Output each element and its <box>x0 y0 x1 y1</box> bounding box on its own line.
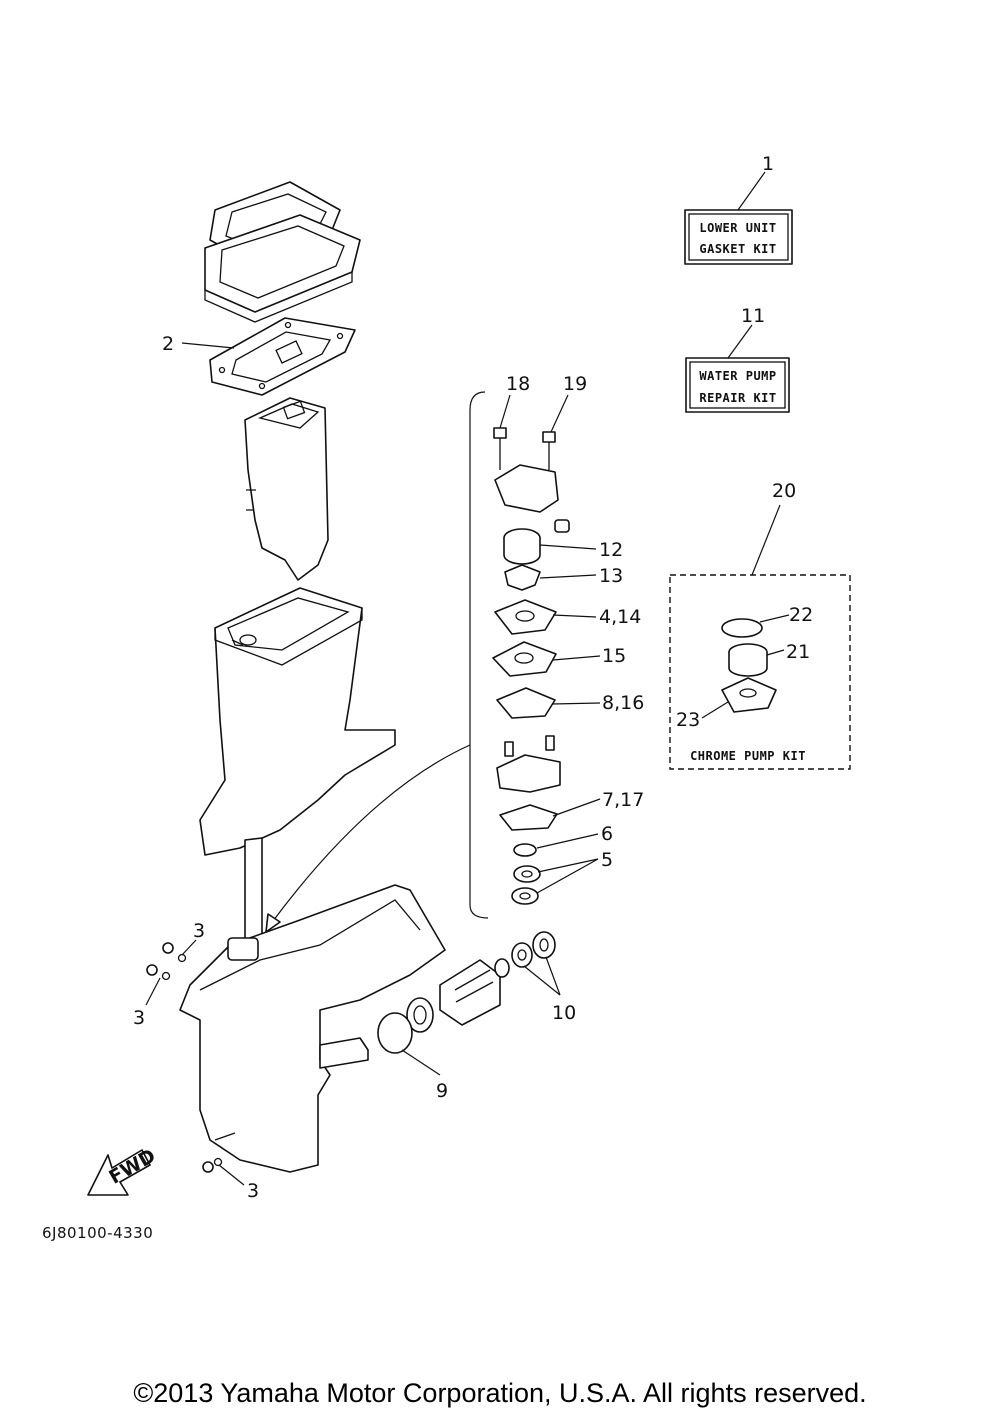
callout-3-top: 3 <box>193 920 205 942</box>
callout-20: 20 <box>772 480 796 502</box>
water-pump-kit-line1: WATER PUMP <box>699 369 776 383</box>
lower-unit-kit-line2: GASKET KIT <box>699 242 776 256</box>
water-pump-repair-kit-box: WATER PUMP REPAIR KIT <box>685 357 790 413</box>
lower-unit-gasket-kit-box: LOWER UNIT GASKET KIT <box>684 209 793 265</box>
callout-3-left: 3 <box>133 1007 145 1029</box>
copyright-notice: ©2013 Yamaha Motor Corporation, U.S.A. A… <box>133 1378 867 1408</box>
callout-5: 5 <box>601 849 613 871</box>
callout-4-14: 4,14 <box>599 606 641 628</box>
top-gasket-plates <box>204 181 361 323</box>
gasket-part-2 <box>209 317 356 396</box>
callout-18: 18 <box>506 373 530 395</box>
callout-11: 11 <box>741 305 765 327</box>
propeller-shaft-housing <box>377 931 556 1054</box>
callout-22: 22 <box>789 604 813 626</box>
leader-lines <box>145 171 790 1186</box>
drain-screws-part-3 <box>146 942 223 1173</box>
lower-unit-gearcase <box>179 884 446 1173</box>
callout-7-17: 7,17 <box>602 789 644 811</box>
fwd-label: FWD <box>105 1145 159 1189</box>
water-pump-kit-line2: REPAIR KIT <box>699 391 776 405</box>
callout-6: 6 <box>601 823 613 845</box>
callout-19: 19 <box>563 373 587 395</box>
upper-casing <box>199 587 396 856</box>
callout-labels: 1 11 20 2 18 19 12 13 4,14 15 8,16 7,17 … <box>133 153 813 1202</box>
lower-unit-kit-line1: LOWER UNIT <box>699 221 776 235</box>
exhaust-guide <box>244 397 329 581</box>
drive-shaft <box>244 837 263 946</box>
callout-21: 21 <box>786 641 810 663</box>
callout-23: 23 <box>676 709 700 731</box>
callout-9: 9 <box>436 1080 448 1102</box>
callout-15: 15 <box>602 645 626 667</box>
fwd-arrow-icon: FWD <box>87 1145 159 1196</box>
callout-3-bottom: 3 <box>247 1180 259 1202</box>
callout-10: 10 <box>552 1002 576 1024</box>
callout-2: 2 <box>162 333 174 355</box>
water-pump-stack <box>265 391 570 933</box>
callout-13: 13 <box>599 565 623 587</box>
diagram-code: 6J80100-4330 <box>42 1224 154 1242</box>
callout-8-16: 8,16 <box>602 692 644 714</box>
chrome-pump-kit-label: CHROME PUMP KIT <box>690 749 806 763</box>
chrome-pump-kit-box: CHROME PUMP KIT <box>669 574 851 770</box>
callout-12: 12 <box>599 539 623 561</box>
callout-1: 1 <box>762 153 774 175</box>
